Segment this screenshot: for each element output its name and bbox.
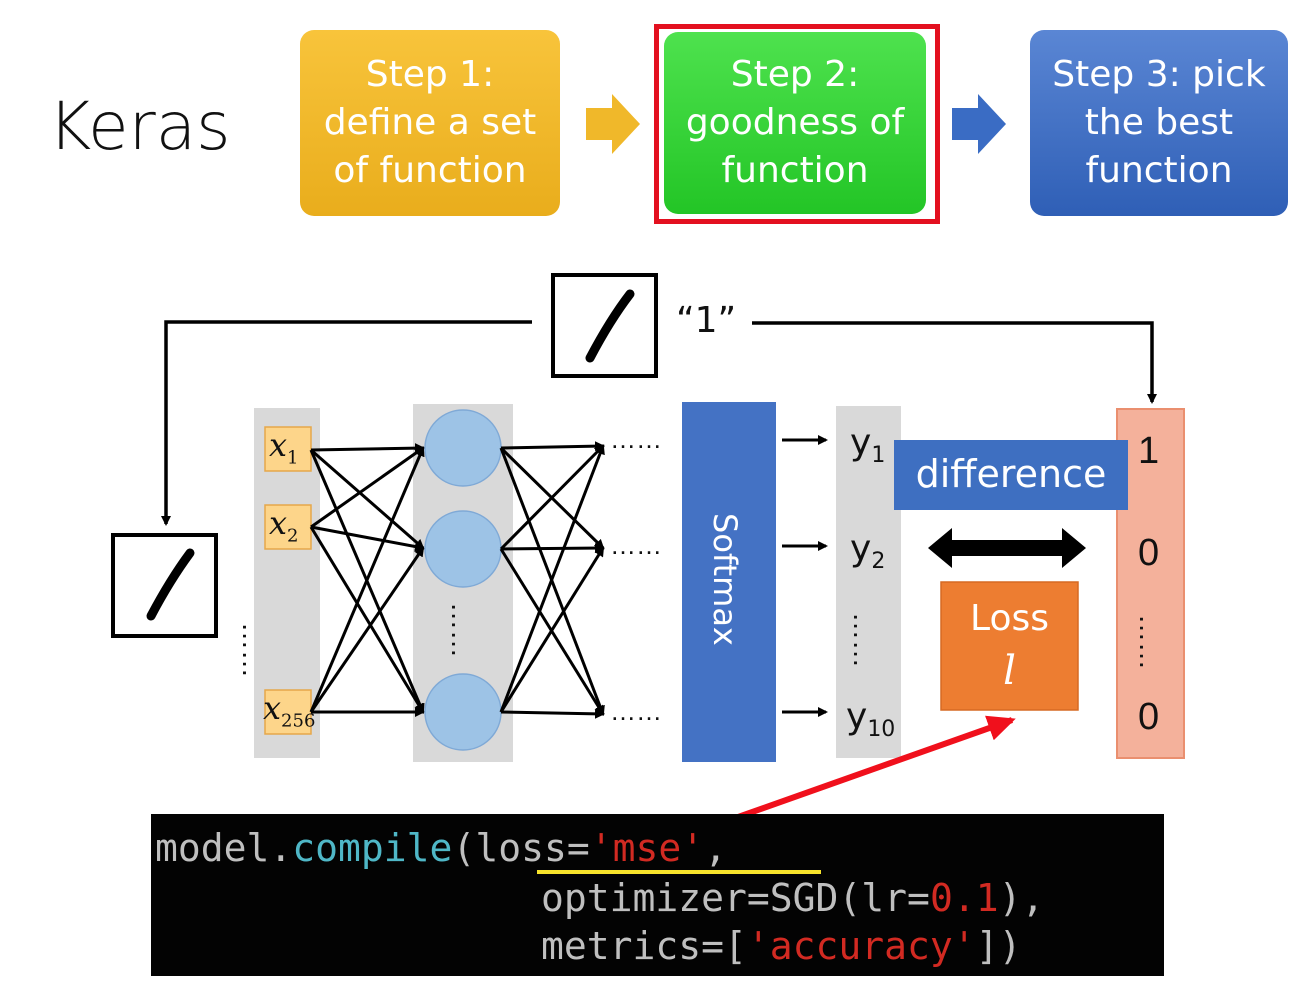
loss-label: Loss (970, 598, 1049, 639)
digit-one-stroke-left (146, 548, 195, 621)
hidden-ellipsis: …… (446, 602, 477, 658)
input-x2-label: x2 (269, 504, 299, 547)
code-line-3: metrics=['accuracy']) (541, 924, 1022, 968)
step-2-highlight-frame (654, 24, 940, 224)
top-left-line (161, 320, 532, 526)
softmax-output-arrows (782, 435, 828, 717)
output-y1: y1 (850, 422, 886, 469)
code-highlight-underline (537, 870, 821, 874)
target-value-2: 0 (1138, 532, 1160, 574)
input-x256-label: x256 (263, 689, 316, 732)
output-y10: y10 (846, 696, 896, 743)
step-arrow-1 (586, 94, 640, 154)
page-title: Keras (48, 88, 231, 165)
top-right-line (752, 321, 1157, 404)
step-1-box: Step 1: define a set of function (300, 30, 560, 216)
input-ellipsis: …… (237, 622, 268, 678)
input-box-x2 (264, 504, 312, 550)
output-ellipsis: …… (848, 612, 879, 668)
target-value-last: 0 (1138, 696, 1160, 738)
input-x1-label: x1 (269, 426, 299, 469)
difference-box (894, 440, 1128, 510)
hidden-neuron-2 (424, 510, 502, 588)
input-hidden-connections (309, 443, 425, 717)
step-3-box: Step 3: pick the best function (1030, 30, 1288, 216)
input-box-x256 (264, 689, 312, 735)
target-vector-column (1116, 408, 1185, 759)
hidden-neuron-1 (424, 409, 502, 487)
digit-one-stroke-top (585, 289, 635, 363)
code-block: model.compile(loss='mse', optimizer=SGD(… (151, 814, 1164, 976)
output-layer-column (836, 406, 901, 758)
double-arrow (928, 528, 1086, 568)
hidden-next-connections (499, 441, 605, 719)
layer-ellipsis-1: …… (610, 424, 662, 454)
code-line-2: optimizer=SGD(lr=0.1), (541, 876, 1045, 920)
target-value-1: 1 (1138, 430, 1160, 472)
target-ellipsis: …… (1134, 614, 1165, 670)
target-label: “1” (676, 300, 737, 341)
code-line-1: model.compile(loss='mse', (155, 826, 727, 870)
softmax-label: Softmax (706, 513, 744, 646)
hidden-neuron-n (424, 673, 502, 751)
output-y2: y2 (850, 528, 886, 575)
layer-ellipsis-2: …… (610, 530, 662, 560)
softmax-box (682, 402, 776, 762)
layer-ellipsis-3: …… (610, 696, 662, 726)
loss-symbol: l (1003, 648, 1016, 694)
step-arrow-2 (952, 94, 1006, 154)
loss-box (940, 581, 1079, 711)
difference-label: difference (915, 452, 1107, 496)
input-box-x1 (264, 426, 312, 472)
step-2-box: Step 2: goodness of function (664, 32, 926, 214)
